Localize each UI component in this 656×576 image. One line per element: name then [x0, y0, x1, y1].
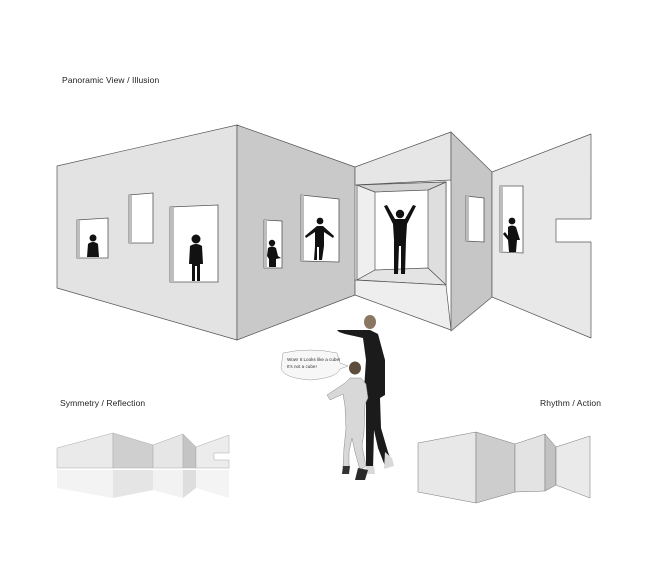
window-2	[128, 192, 154, 244]
cube-inner-right	[427, 181, 447, 286]
speech-bubble-text: Wow! It Looks like a cube! It's not a cu…	[280, 352, 341, 378]
speech-line-2: It's not a cube!	[287, 364, 317, 369]
person-silhouette-5	[503, 217, 520, 252]
window-silhouettes	[87, 205, 520, 281]
wall-panel-3-top	[354, 131, 452, 186]
person-silhouette-3	[267, 239, 281, 267]
panoramic-view-label: Panoramic View / Illusion	[62, 75, 160, 85]
woman-figure	[337, 315, 394, 474]
speech-line-1: Wow! It Looks like a cube!	[287, 357, 341, 362]
rhythm-action-label: Rhythm / Action	[540, 398, 602, 408]
child-figure	[326, 361, 369, 480]
person-silhouette-arms-up	[384, 205, 416, 274]
person-silhouette-1	[87, 234, 99, 257]
rhythm-diagram	[417, 431, 591, 504]
person-silhouette-4	[305, 217, 334, 260]
visitors-figure	[326, 315, 394, 480]
speech-bubble	[280, 349, 349, 381]
window-shading	[77, 186, 503, 282]
panoramic-wall	[56, 124, 592, 341]
wall-panel-5	[491, 133, 592, 339]
cube-inner-top	[356, 181, 447, 193]
symmetry-reflection-label: Symmetry / Reflection	[60, 398, 146, 408]
person-silhouette-2	[189, 234, 203, 281]
symmetry-diagram	[56, 432, 230, 498]
cube-inner-left	[356, 184, 376, 281]
